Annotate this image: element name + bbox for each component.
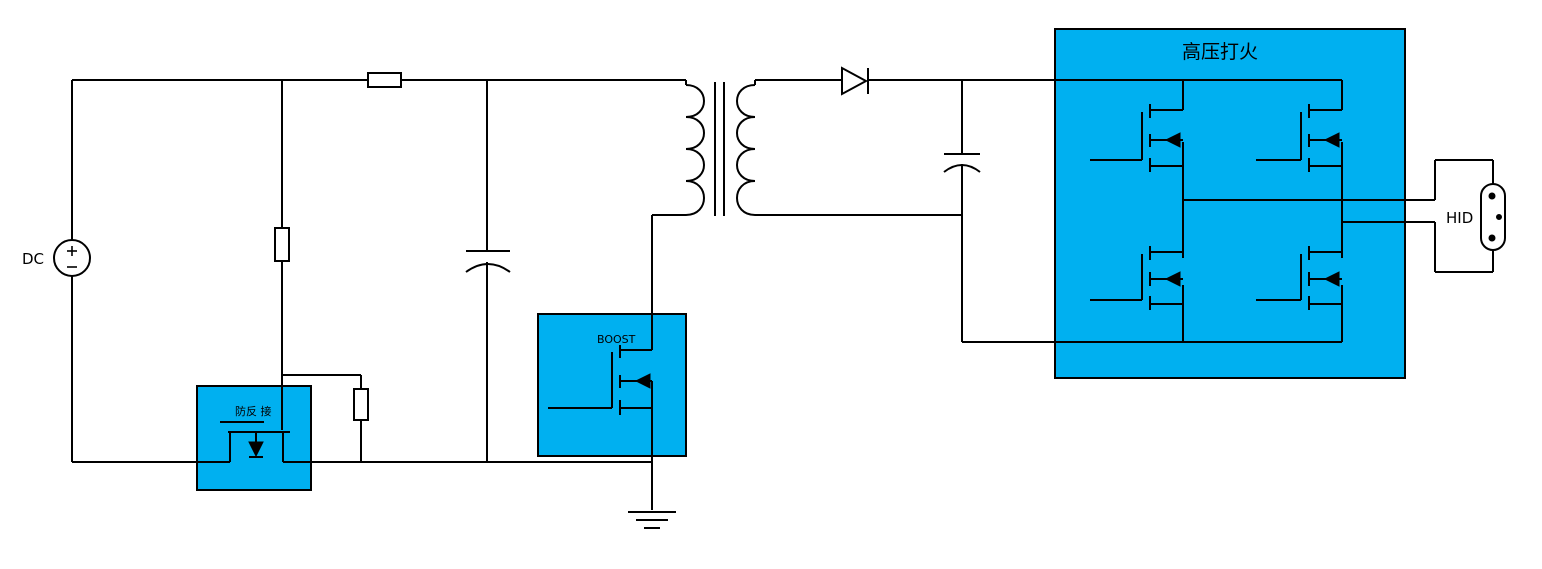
anti-reverse-block <box>196 385 312 491</box>
h-bridge-switch-bottom-left <box>1090 246 1183 310</box>
output-diode <box>755 66 1183 96</box>
hid-lamp <box>1434 159 1506 273</box>
boost-mosfet <box>548 345 653 510</box>
ground-symbol <box>628 511 676 529</box>
h-bridge-switch-top-right <box>1256 104 1342 172</box>
input-capacitor <box>465 80 511 462</box>
dc-source <box>53 80 91 462</box>
boost-label: BOOST <box>597 333 636 346</box>
h-bridge-switch-bottom-right <box>1256 246 1342 310</box>
resistor-branch <box>274 80 369 462</box>
hid-label: HID <box>1446 209 1473 227</box>
anti-reverse-label: 防反 接 <box>235 404 272 418</box>
output-capacitor <box>943 80 1342 343</box>
anti-reverse-mosfet <box>220 421 290 462</box>
input-rail-top <box>72 72 686 88</box>
ignition-block <box>1054 28 1406 379</box>
dc-label: DC <box>22 250 44 268</box>
h-bridge <box>1182 79 1435 342</box>
ignition-label: 高压打火 <box>1182 41 1258 63</box>
h-bridge-switch-top-left <box>1090 104 1183 172</box>
transformer <box>651 80 962 350</box>
